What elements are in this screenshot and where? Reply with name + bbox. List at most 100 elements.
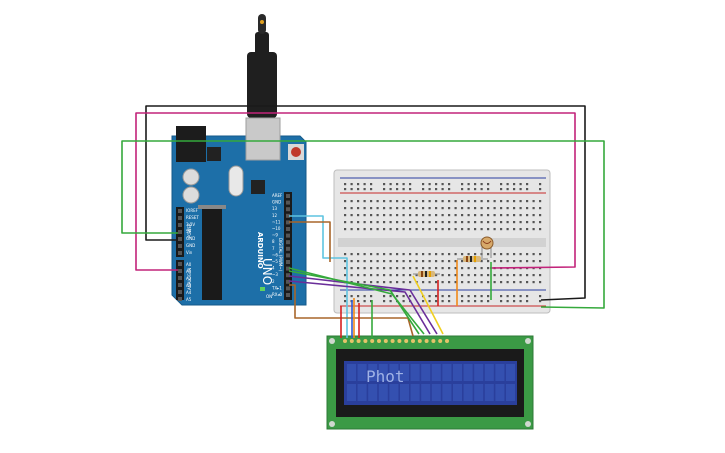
breadboard-hole[interactable] bbox=[454, 207, 457, 210]
breadboard-hole[interactable] bbox=[467, 207, 470, 210]
breadboard-hole[interactable] bbox=[389, 183, 392, 186]
header-pin[interactable] bbox=[286, 246, 290, 251]
breadboard-hole[interactable] bbox=[526, 221, 529, 224]
lcd-pin[interactable] bbox=[377, 339, 381, 343]
header-pin[interactable] bbox=[286, 227, 290, 231]
breadboard-hole[interactable] bbox=[526, 295, 529, 298]
breadboard-hole[interactable] bbox=[363, 228, 366, 231]
breadboard-hole[interactable] bbox=[402, 188, 405, 191]
breadboard-hole[interactable] bbox=[396, 188, 399, 191]
breadboard-hole[interactable] bbox=[428, 207, 431, 210]
header-pin[interactable] bbox=[286, 266, 290, 271]
header-pin[interactable] bbox=[178, 244, 182, 248]
breadboard-hole[interactable] bbox=[383, 253, 386, 256]
breadboard-hole[interactable] bbox=[370, 228, 373, 231]
breadboard-hole[interactable] bbox=[493, 274, 496, 277]
breadboard-hole[interactable] bbox=[344, 214, 347, 217]
breadboard-hole[interactable] bbox=[415, 200, 418, 203]
breadboard-hole[interactable] bbox=[448, 228, 451, 231]
breadboard-hole[interactable] bbox=[448, 267, 451, 270]
breadboard-hole[interactable] bbox=[532, 207, 535, 210]
lcd-pin[interactable] bbox=[390, 339, 395, 343]
breadboard-hole[interactable] bbox=[441, 267, 444, 270]
breadboard-hole[interactable] bbox=[454, 214, 457, 217]
breadboard-hole[interactable] bbox=[396, 221, 399, 224]
breadboard-hole[interactable] bbox=[500, 228, 503, 231]
breadboard-hole[interactable] bbox=[480, 188, 483, 191]
breadboard-hole[interactable] bbox=[376, 253, 379, 256]
breadboard-hole[interactable] bbox=[461, 188, 464, 191]
resistor-1[interactable] bbox=[413, 271, 440, 277]
breadboard-hole[interactable] bbox=[435, 228, 438, 231]
breadboard-hole[interactable] bbox=[513, 228, 516, 231]
breadboard-hole[interactable] bbox=[344, 207, 347, 210]
breadboard-hole[interactable] bbox=[448, 214, 451, 217]
breadboard-hole[interactable] bbox=[357, 207, 360, 210]
breadboard-hole[interactable] bbox=[474, 228, 477, 231]
breadboard-hole[interactable] bbox=[519, 214, 522, 217]
breadboard-hole[interactable] bbox=[500, 188, 503, 191]
breadboard-hole[interactable] bbox=[513, 253, 516, 256]
breadboard-hole[interactable] bbox=[500, 295, 503, 298]
breadboard-hole[interactable] bbox=[370, 221, 373, 224]
breadboard-hole[interactable] bbox=[493, 253, 496, 256]
breadboard-hole[interactable] bbox=[383, 281, 386, 284]
breadboard-hole[interactable] bbox=[487, 214, 490, 217]
header-pin[interactable] bbox=[178, 251, 182, 255]
breadboard-hole[interactable] bbox=[441, 200, 444, 203]
wire-yellow[interactable] bbox=[412, 275, 444, 335]
breadboard-hole[interactable] bbox=[415, 214, 418, 217]
breadboard-hole[interactable] bbox=[441, 207, 444, 210]
breadboard-hole[interactable] bbox=[487, 267, 490, 270]
breadboard-hole[interactable] bbox=[493, 214, 496, 217]
breadboard-hole[interactable] bbox=[357, 214, 360, 217]
breadboard-hole[interactable] bbox=[357, 221, 360, 224]
breadboard-hole[interactable] bbox=[422, 221, 425, 224]
breadboard-hole[interactable] bbox=[526, 300, 529, 303]
breadboard-hole[interactable] bbox=[376, 274, 379, 277]
breadboard-hole[interactable] bbox=[396, 214, 399, 217]
breadboard-hole[interactable] bbox=[409, 200, 412, 203]
breadboard-hole[interactable] bbox=[409, 207, 412, 210]
breadboard-hole[interactable] bbox=[467, 200, 470, 203]
breadboard-hole[interactable] bbox=[474, 188, 477, 191]
breadboard-hole[interactable] bbox=[461, 183, 464, 186]
breadboard-hole[interactable] bbox=[441, 214, 444, 217]
breadboard-hole[interactable] bbox=[506, 188, 509, 191]
breadboard-hole[interactable] bbox=[383, 228, 386, 231]
lcd-pin[interactable] bbox=[370, 339, 375, 343]
breadboard-hole[interactable] bbox=[344, 183, 347, 186]
breadboard-hole[interactable] bbox=[506, 200, 509, 203]
breadboard-hole[interactable] bbox=[363, 214, 366, 217]
breadboard-hole[interactable] bbox=[396, 267, 399, 270]
breadboard-hole[interactable] bbox=[448, 274, 451, 277]
wire-brown-1[interactable] bbox=[289, 221, 331, 262]
breadboard-hole[interactable] bbox=[383, 260, 386, 263]
lcd-module[interactable]: Phot bbox=[326, 335, 534, 430]
breadboard-hole[interactable] bbox=[500, 281, 503, 284]
breadboard-hole[interactable] bbox=[396, 253, 399, 256]
breadboard-hole[interactable] bbox=[344, 300, 347, 303]
breadboard-hole[interactable] bbox=[513, 260, 516, 263]
breadboard-hole[interactable] bbox=[539, 295, 542, 298]
breadboard-hole[interactable] bbox=[461, 228, 464, 231]
header-pin[interactable] bbox=[178, 290, 182, 294]
breadboard-hole[interactable] bbox=[506, 300, 509, 303]
breadboard-hole[interactable] bbox=[467, 281, 470, 284]
header-pin[interactable] bbox=[178, 297, 182, 301]
breadboard-hole[interactable] bbox=[357, 267, 360, 270]
breadboard-hole[interactable] bbox=[363, 188, 366, 191]
breadboard-hole[interactable] bbox=[480, 281, 483, 284]
breadboard-hole[interactable] bbox=[474, 267, 477, 270]
breadboard-hole[interactable] bbox=[467, 295, 470, 298]
breadboard-hole[interactable] bbox=[415, 228, 418, 231]
breadboard-hole[interactable] bbox=[487, 274, 490, 277]
breadboard-hole[interactable] bbox=[480, 274, 483, 277]
breadboard-hole[interactable] bbox=[526, 207, 529, 210]
breadboard-hole[interactable] bbox=[409, 228, 412, 231]
breadboard-hole[interactable] bbox=[402, 300, 405, 303]
breadboard-hole[interactable] bbox=[500, 207, 503, 210]
breadboard-hole[interactable] bbox=[370, 260, 373, 263]
breadboard-hole[interactable] bbox=[357, 260, 360, 263]
breadboard-hole[interactable] bbox=[350, 188, 353, 191]
